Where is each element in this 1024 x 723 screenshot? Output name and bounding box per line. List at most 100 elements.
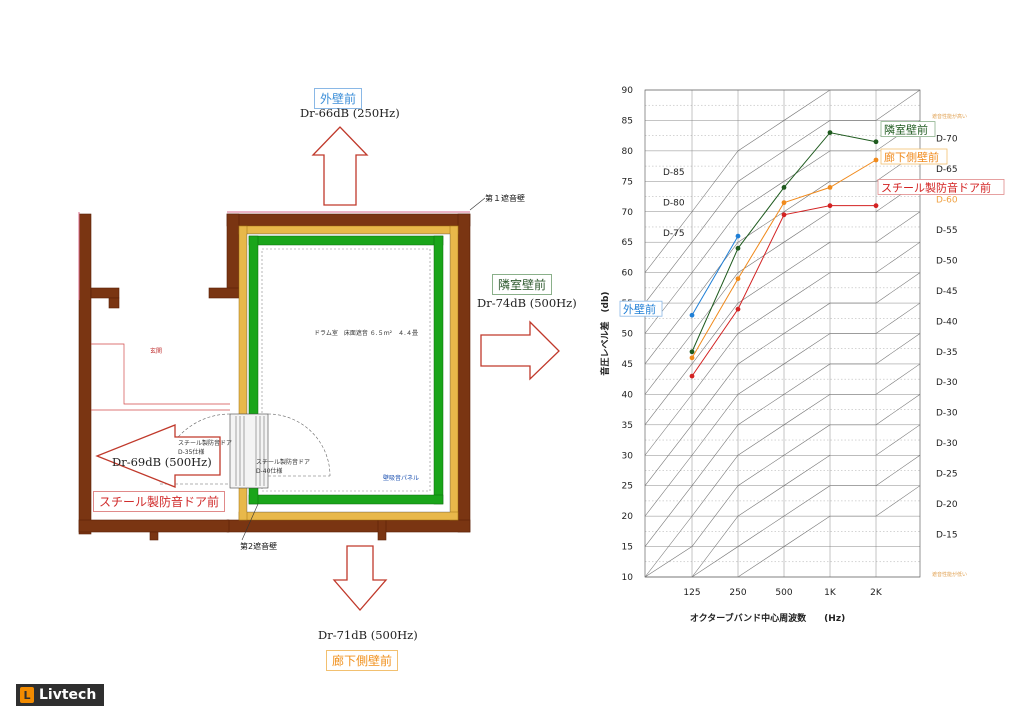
d-label-right: D-20 xyxy=(936,500,958,510)
arrow-up xyxy=(311,126,369,206)
d-curve xyxy=(644,150,921,365)
d-curve xyxy=(644,241,921,456)
d-curve xyxy=(644,211,921,425)
y-tick-label: 40 xyxy=(622,390,634,400)
legend-box xyxy=(880,148,948,165)
d-curve xyxy=(644,89,921,304)
measure-bottom: Dr-71dB (500Hz) xyxy=(318,628,418,642)
d-curve xyxy=(644,394,921,578)
d-curve xyxy=(644,333,921,547)
data-point xyxy=(781,200,787,206)
d-label-right: D-30 xyxy=(936,378,958,388)
data-point xyxy=(689,312,695,318)
y-tick-label: 45 xyxy=(622,360,633,370)
d-label-right: D-55 xyxy=(936,226,958,236)
d-label-right: D-40 xyxy=(936,317,958,327)
outer-walls xyxy=(78,213,471,541)
logo-mark-icon: L xyxy=(20,687,34,703)
arrow-down xyxy=(332,545,388,611)
logo-text: Livtech xyxy=(39,687,97,703)
y-tick-label: 80 xyxy=(622,147,634,157)
legend-label: 廊下側壁前 xyxy=(884,150,939,164)
x-tick-label: 2K xyxy=(870,588,883,598)
data-point xyxy=(873,157,879,163)
d-label-right: D-70 xyxy=(936,135,958,145)
entrance-note: 玄関 xyxy=(150,348,163,355)
y-tick-label: 65 xyxy=(622,238,633,248)
d-curve xyxy=(644,120,921,334)
door2-note: スチール製防音ドア D-40仕様 xyxy=(256,459,311,475)
measure-left: Dr-69dB (500Hz) xyxy=(112,455,212,469)
label-neighbor-room: 隣室壁前 xyxy=(492,274,553,295)
legend-box xyxy=(880,121,936,138)
doors xyxy=(159,413,331,489)
y-tick-label: 25 xyxy=(622,482,633,492)
sound-chart: 1015202530354045505560657075808590125250… xyxy=(599,86,1005,624)
data-point xyxy=(735,233,741,239)
measure-right: Dr-74dB (500Hz) xyxy=(477,296,577,310)
measure-top: Dr-66dB (250Hz) xyxy=(300,106,400,120)
d-label-left: D-80 xyxy=(663,199,685,209)
y-tick-label: 75 xyxy=(622,177,633,187)
data-point xyxy=(735,245,741,251)
series-line xyxy=(691,235,739,316)
y-tick-label: 85 xyxy=(622,116,633,126)
y-axis-label: 音圧レベル差 (db) xyxy=(599,291,611,375)
d-curve xyxy=(644,272,921,486)
y-tick-label: 90 xyxy=(622,86,634,96)
d-label-right: D-45 xyxy=(936,287,958,297)
x-tick-label: 125 xyxy=(683,588,700,598)
d-curve xyxy=(645,424,921,578)
y-tick-label: 35 xyxy=(622,421,633,431)
second-wall-note: 第2遮音壁 xyxy=(240,542,278,551)
y-tick-label: 10 xyxy=(622,573,634,583)
arrow-right xyxy=(480,320,560,381)
legend-label: 隣室壁前 xyxy=(884,123,928,137)
corner-note-bottom: 遮音性能が低い xyxy=(932,571,967,578)
floor-plan xyxy=(78,126,560,611)
data-point xyxy=(689,349,695,355)
data-point xyxy=(827,130,833,136)
direction-arrows xyxy=(95,126,560,611)
legend-label: 外壁前 xyxy=(623,302,656,316)
livtech-logo: L Livtech xyxy=(16,684,104,706)
d-label-right: D-35 xyxy=(936,348,958,358)
d-curve xyxy=(644,89,920,273)
door1-note: スチール製防音ドア D-35仕様 xyxy=(178,440,233,456)
y-tick-label: 60 xyxy=(622,269,634,279)
d-label-right: D-50 xyxy=(936,256,958,266)
y-tick-label: 50 xyxy=(622,330,634,340)
data-point xyxy=(781,185,787,190)
data-point xyxy=(689,355,695,361)
d-label-right: D-15 xyxy=(936,530,958,540)
data-point xyxy=(781,212,787,218)
y-tick-label: 15 xyxy=(622,543,633,553)
d-label-right: D-30 xyxy=(936,409,958,419)
label-corridor-wall: 廊下側壁前 xyxy=(326,650,399,671)
d-curve xyxy=(644,302,921,517)
room-note: ドラム室 床面遮音 ６.５ｍ² ４.４畳 xyxy=(314,330,418,337)
data-point xyxy=(689,373,695,379)
data-point xyxy=(873,203,879,209)
y-tick-label: 70 xyxy=(622,208,634,218)
d-label-left: D-75 xyxy=(663,229,685,239)
data-point xyxy=(873,139,879,145)
d-label-right: D-60 xyxy=(936,196,958,206)
y-tick-label: 30 xyxy=(622,451,634,461)
x-tick-label: 500 xyxy=(775,588,792,598)
d-label-right: D-65 xyxy=(936,165,958,175)
d-curve xyxy=(644,363,921,578)
d-label-right: D-30 xyxy=(936,439,958,449)
d-curve xyxy=(644,181,921,395)
d-label-right: D-25 xyxy=(936,470,958,480)
y-tick-label: 20 xyxy=(622,512,634,522)
x-tick-label: 1K xyxy=(824,588,837,598)
d-label-left: D-85 xyxy=(663,168,685,178)
label-steel-door: スチール製防音ドア前 xyxy=(93,491,226,512)
first-wall-note: 第１遮音壁 xyxy=(485,194,525,203)
data-point xyxy=(735,276,741,282)
label-outer-wall: 外壁前 xyxy=(314,88,363,109)
data-point xyxy=(735,306,741,312)
data-point xyxy=(827,185,833,190)
wall-panel-note: 壁吸音パネル xyxy=(383,475,420,482)
